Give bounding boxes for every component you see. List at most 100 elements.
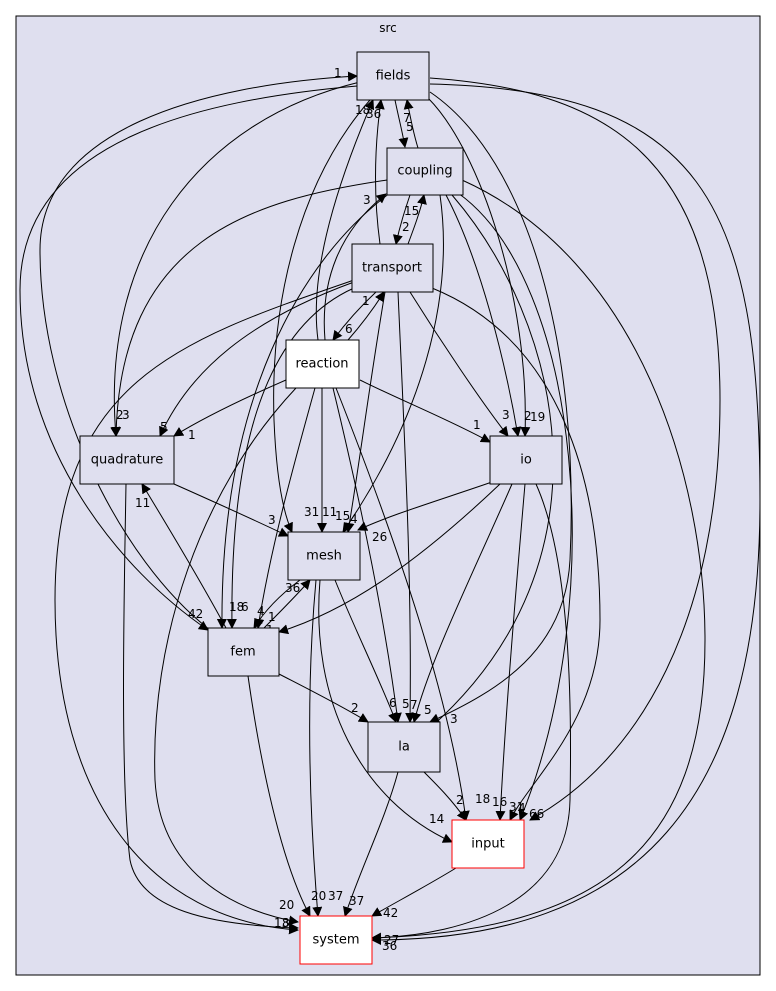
edge-reaction-transport <box>347 291 385 341</box>
node-label: input <box>471 837 504 852</box>
node-label: transport <box>362 261 422 276</box>
edge-coupling-io <box>445 194 522 437</box>
node-fields[interactable]: fields <box>356 51 430 101</box>
edge-transport-io <box>409 291 509 437</box>
edge-label: 42 <box>188 607 203 621</box>
node-label: io <box>520 453 532 468</box>
node-la[interactable]: la <box>367 721 441 773</box>
node-label: system <box>313 933 360 948</box>
edge-la-system <box>343 771 399 917</box>
edge-fem-la <box>278 673 369 723</box>
edge-label: 5 <box>160 420 168 434</box>
edge-label: 5 <box>406 120 414 134</box>
edge-transport-input <box>431 287 601 821</box>
edge-label: 66 <box>529 807 544 821</box>
edge-label: 20 <box>279 898 294 912</box>
edges <box>19 71 761 945</box>
edge-label: 8 <box>282 916 290 930</box>
edge-label: 1 <box>334 66 342 80</box>
edge-label: 31 <box>509 800 524 814</box>
edge-mesh-la <box>334 579 398 723</box>
node-label: coupling <box>397 164 452 179</box>
node-coupling[interactable]: coupling <box>386 147 464 196</box>
node-label: mesh <box>306 549 342 564</box>
node-fem[interactable]: fem <box>207 627 280 677</box>
edge-label: 1 <box>268 610 276 624</box>
edge-label: 5 <box>424 703 432 717</box>
edge-mesh-system <box>309 579 323 917</box>
node-transport[interactable]: transport <box>351 243 434 293</box>
edge-label: 16 <box>492 795 507 809</box>
node-label: quadrature <box>91 453 163 468</box>
edge-label: 37 <box>349 894 364 908</box>
edge-label: 6 <box>241 600 249 614</box>
edge-fields-quadrature <box>110 81 361 437</box>
edge-transport-reaction <box>332 291 377 341</box>
edge-label: 4 <box>350 512 358 526</box>
edge-transport-fem <box>226 287 355 629</box>
edge-label: 2 <box>351 701 359 715</box>
node-io[interactable]: io <box>489 435 563 485</box>
edge-reaction-quadrature <box>173 379 287 437</box>
edge-label: 15 <box>335 509 350 523</box>
edge-coupling-fields <box>403 99 419 149</box>
edge-reaction-system <box>154 387 299 926</box>
edge-label: 27 <box>384 933 399 947</box>
edge-label: 15 <box>404 204 419 218</box>
edge-mesh-fem <box>253 579 301 629</box>
edge-fields-coupling <box>394 99 409 148</box>
edge-label: 14 <box>429 812 444 826</box>
edge-fields-mesh <box>273 99 371 533</box>
edge-coupling-input <box>457 192 573 821</box>
edge-label: 19 <box>530 410 545 424</box>
node-input[interactable]: input <box>451 819 525 869</box>
edge-fields-io <box>427 97 531 437</box>
edge-reaction-fields <box>315 99 375 341</box>
edge-label: 18 <box>229 600 244 614</box>
edge-label: 18 <box>475 792 490 806</box>
edge-mesh-input <box>318 579 453 843</box>
edge-quadrature-system <box>123 483 299 933</box>
nodes: fields coupling transport reaction quadr… <box>79 51 563 965</box>
cluster-title: src <box>379 21 397 35</box>
node-mesh[interactable]: mesh <box>287 531 361 581</box>
edge-fem-quadrature <box>141 483 227 629</box>
edge-label: 13 <box>274 916 289 930</box>
edge-label: 18 <box>355 103 370 117</box>
node-system[interactable]: system <box>299 915 373 965</box>
edge-label: 42 <box>383 906 398 920</box>
edge-fields-system <box>371 83 761 945</box>
node-label: fields <box>376 69 411 84</box>
edge-label: 1 <box>473 418 481 432</box>
edge-reaction-la <box>332 387 402 723</box>
node-quadrature[interactable]: quadrature <box>79 435 175 485</box>
edge-label: 2 <box>402 220 410 234</box>
edge-label: 6 <box>389 696 397 710</box>
edge-quadrature-mesh <box>173 483 289 537</box>
edge-label: 2 <box>524 409 532 423</box>
edge-transport-fields <box>374 99 385 245</box>
edge-label: 4 <box>518 801 526 815</box>
edge-label: 2 <box>456 793 464 807</box>
edge-transport-system <box>54 279 355 935</box>
node-label: reaction <box>295 357 348 372</box>
edge-label: 3 <box>363 193 371 207</box>
edge-label: 11 <box>135 496 150 510</box>
edge-fem-fields <box>39 71 358 631</box>
edge-label: 26 <box>372 530 387 544</box>
edge-io-system <box>371 483 572 943</box>
edge-label: 1 <box>188 428 196 442</box>
edge-transport-quadrature <box>159 281 355 437</box>
edge-label: 36 <box>366 107 381 121</box>
node-label: la <box>398 740 410 755</box>
edge-label: 1 <box>362 294 370 308</box>
edge-labels: 1 18 36 7 5 3 15 2 1 6 2 3 5 1 1 3 2 19 … <box>116 66 545 953</box>
edge-fem-system <box>247 675 311 917</box>
edge-label: 7 <box>403 111 411 125</box>
edge-label: 3 <box>502 408 510 422</box>
edge-label: 7 <box>410 698 418 712</box>
edge-fem-mesh <box>263 579 311 629</box>
edge-transport-coupling <box>407 194 427 245</box>
node-reaction[interactable]: reaction <box>285 339 360 389</box>
